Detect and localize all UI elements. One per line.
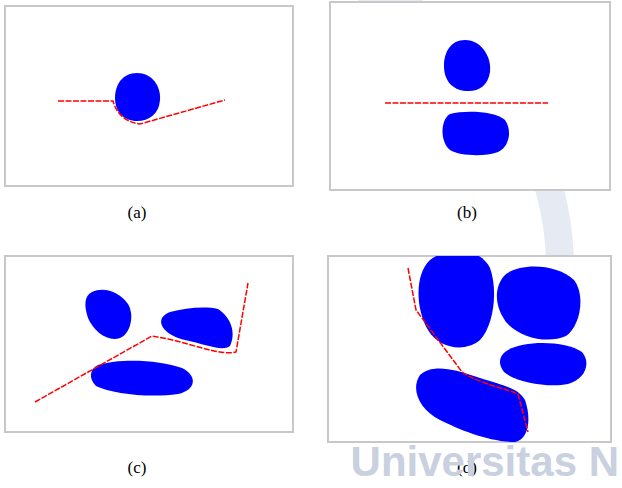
obstacle-blob — [161, 308, 233, 349]
obstacle-blob — [85, 290, 131, 339]
obstacle-blob — [497, 266, 581, 339]
obstacle-blob — [416, 368, 528, 442]
panel-frame — [330, 2, 610, 190]
obstacle-blob — [115, 73, 160, 121]
panel-frame — [5, 256, 293, 432]
path-line — [385, 102, 548, 104]
obstacle-blob — [91, 361, 193, 396]
watermark: Universitas N — [351, 438, 619, 486]
obstacle-blob — [444, 40, 490, 91]
panel-label: (a) — [128, 203, 147, 223]
panel-frame — [5, 6, 293, 186]
path-line — [408, 268, 528, 432]
panel-label: (c) — [128, 458, 147, 478]
path-line — [58, 100, 225, 124]
obstacle-blob — [443, 112, 510, 155]
panel-label: (b) — [457, 203, 477, 223]
obstacle-blob — [500, 343, 586, 385]
path-line — [35, 283, 248, 402]
obstacle-blob — [419, 256, 495, 347]
